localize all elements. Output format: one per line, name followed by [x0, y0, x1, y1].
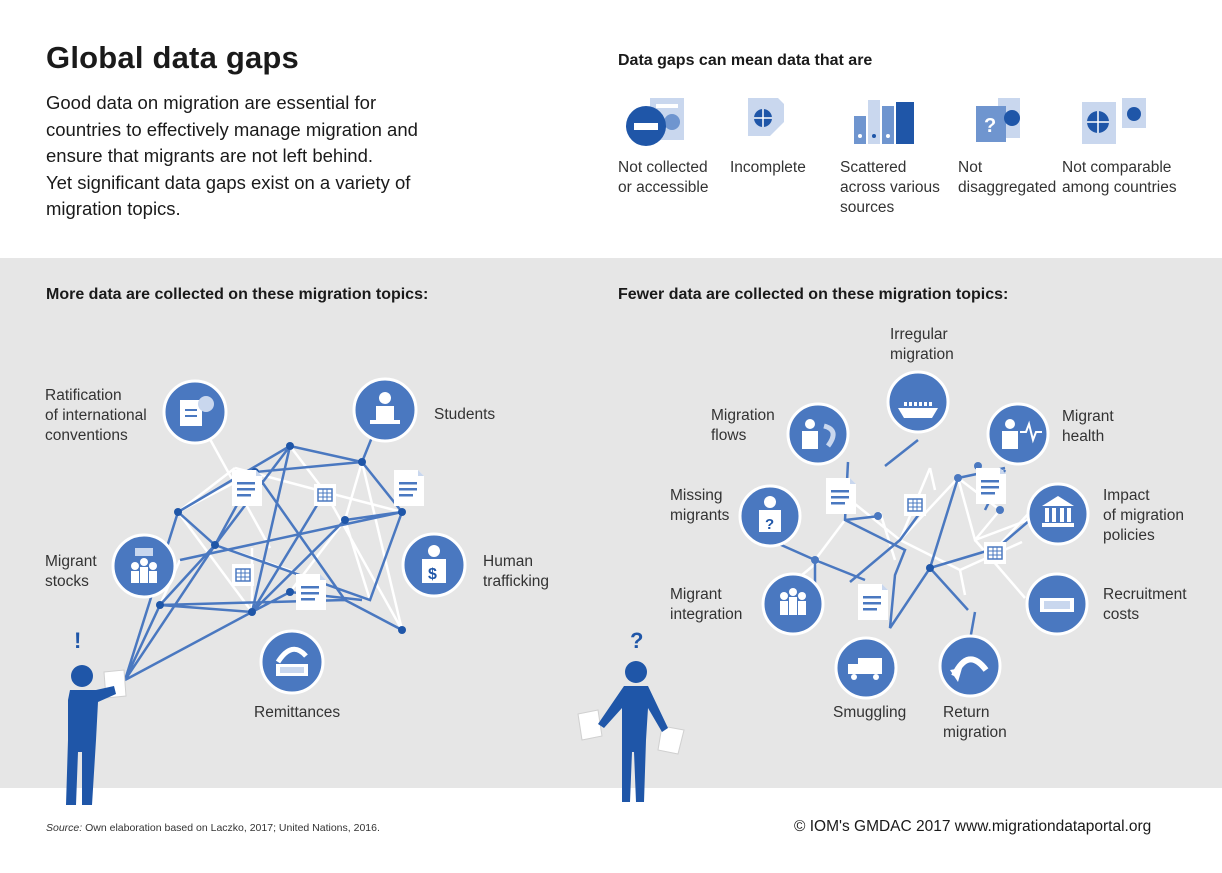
gap-label-not-comparable: Not comparable among countries	[1062, 159, 1177, 196]
intro-line: countries to effectively manage migratio…	[46, 118, 418, 140]
person-arrows-icon	[786, 402, 850, 466]
question-document-icon: ?	[976, 98, 1020, 142]
money-transfer-icon	[259, 629, 325, 695]
no-entry-document-icon	[626, 98, 684, 146]
topic-label-smuggling: Smuggling	[833, 704, 907, 721]
exclamation-marker: !	[74, 628, 82, 653]
people-group-icon	[111, 533, 177, 599]
svg-text:?: ?	[765, 516, 774, 533]
page-title: Global data gaps	[46, 40, 299, 75]
data-gap-icons: ?	[626, 98, 1146, 146]
topic-label-remittances: Remittances	[254, 704, 341, 721]
treaty-document-icon	[162, 379, 228, 445]
person-with-paper-figure	[66, 665, 127, 805]
topic-label-return-migration: Return migration	[943, 704, 1007, 741]
partial-document-icon	[748, 98, 784, 136]
source-text: Own elaboration based on Laczko, 2017; U…	[82, 822, 380, 834]
credit-line: © IOM's GMDAC 2017 www.migrationdataport…	[794, 818, 1152, 835]
topic-label-ratification: Ratification of international convention…	[45, 387, 147, 444]
gap-label-scattered: Scattered across various sources	[840, 159, 940, 216]
question-marker: ?	[630, 628, 644, 653]
left-network: $	[66, 377, 467, 805]
trafficked-person-icon: $	[401, 532, 467, 598]
topic-label-recruitment-costs: Recruitment costs	[1103, 586, 1187, 623]
government-building-icon	[1026, 482, 1090, 546]
topic-label-migrant-health: Migrant health	[1062, 408, 1114, 445]
source-note: Source: Own elaboration based on Laczko,…	[46, 822, 380, 834]
gap-label-not-disaggregated: Not disaggregated	[958, 159, 1057, 196]
intro-line: migration topics.	[46, 198, 181, 219]
source-prefix: Source:	[46, 822, 83, 834]
student-icon	[352, 377, 418, 443]
topic-label-human-trafficking: Human trafficking	[483, 553, 550, 590]
topic-label-students: Students	[434, 406, 496, 423]
cash-icon	[1025, 572, 1089, 636]
topic-label-impact-policies: Impact of migration policies	[1103, 487, 1184, 544]
topic-label-missing-migrants: Missing migrants	[670, 487, 730, 524]
topic-label-irregular-migration: Irregular migration	[890, 326, 954, 363]
fewer-data-heading: Fewer data are collected on these migrat…	[618, 286, 1009, 303]
boat-icon	[886, 370, 950, 434]
svg-text:?: ?	[984, 115, 996, 137]
intro-line: Good data on migration are essential for	[46, 92, 377, 113]
intro-line: ensure that migrants are not left behind…	[46, 145, 374, 166]
truck-icon	[834, 636, 898, 700]
intro-line: Yet significant data gaps exist on a var…	[46, 171, 411, 193]
data-gaps-heading: Data gaps can mean data that are	[618, 52, 873, 69]
health-icon	[986, 402, 1050, 466]
globe-documents-icon	[1082, 98, 1146, 144]
confused-person-figure	[577, 661, 685, 802]
topic-label-migrant-stocks: Migrant stocks	[45, 553, 97, 590]
svg-text:$: $	[428, 566, 437, 583]
gap-label-incomplete: Incomplete	[730, 159, 806, 176]
right-network: ?	[577, 370, 1090, 802]
return-arrow-icon	[938, 634, 1002, 698]
more-data-heading: More data are collected on these migrati…	[46, 286, 429, 303]
binders-icon	[854, 100, 914, 144]
missing-person-icon: ?	[738, 484, 802, 548]
intro-paragraph: Good data on migration are essential for…	[46, 90, 486, 223]
topic-label-migrant-integration: Migrant integration	[670, 586, 743, 623]
gap-label-not-collected: Not collected or accessible	[618, 159, 709, 196]
integration-group-icon	[761, 572, 825, 636]
topic-label-migration-flows: Migration flows	[711, 407, 775, 444]
